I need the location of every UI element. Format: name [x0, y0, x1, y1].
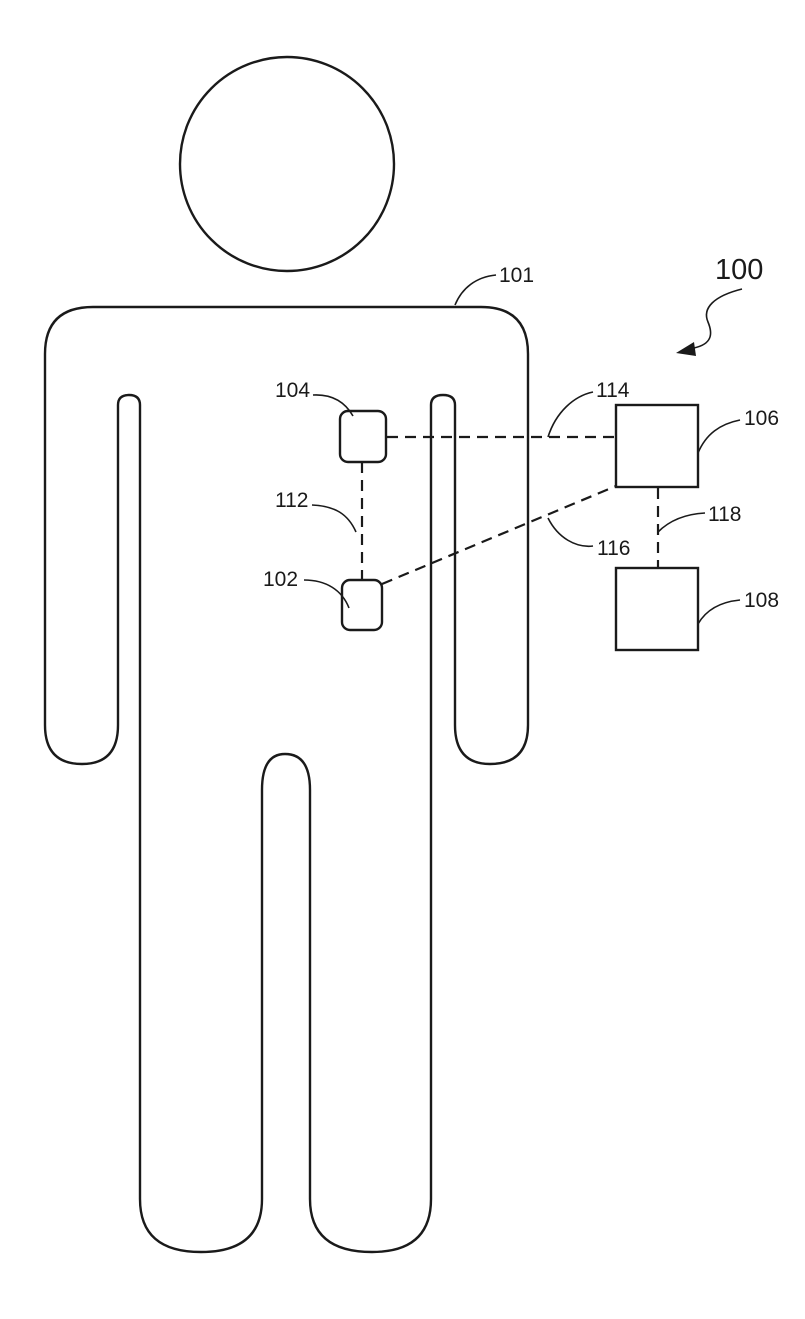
leader-101 [455, 275, 496, 305]
label-114: 114 [596, 379, 630, 402]
label-116: 116 [597, 537, 630, 560]
label-118: 118 [708, 503, 741, 526]
device-108 [616, 568, 698, 650]
leader-116 [548, 518, 593, 546]
body-outline [45, 307, 528, 1252]
link-116 [382, 486, 616, 584]
sensor-104 [340, 411, 386, 462]
label-112: 112 [275, 489, 308, 512]
leader-112 [312, 505, 356, 532]
label-108: 108 [744, 589, 779, 612]
label-102: 102 [263, 568, 298, 591]
label-104: 104 [275, 379, 310, 402]
label-101: 101 [499, 264, 534, 287]
label-100: 100 [715, 254, 763, 286]
head-outline [180, 57, 394, 271]
leader-100 [694, 289, 742, 348]
label-106: 106 [744, 407, 779, 430]
device-106 [616, 405, 698, 487]
leader-118 [658, 513, 705, 532]
leader-106 [698, 420, 740, 453]
leader-108 [698, 600, 740, 624]
leader-114 [548, 392, 593, 437]
arrowhead-100 [676, 342, 696, 356]
